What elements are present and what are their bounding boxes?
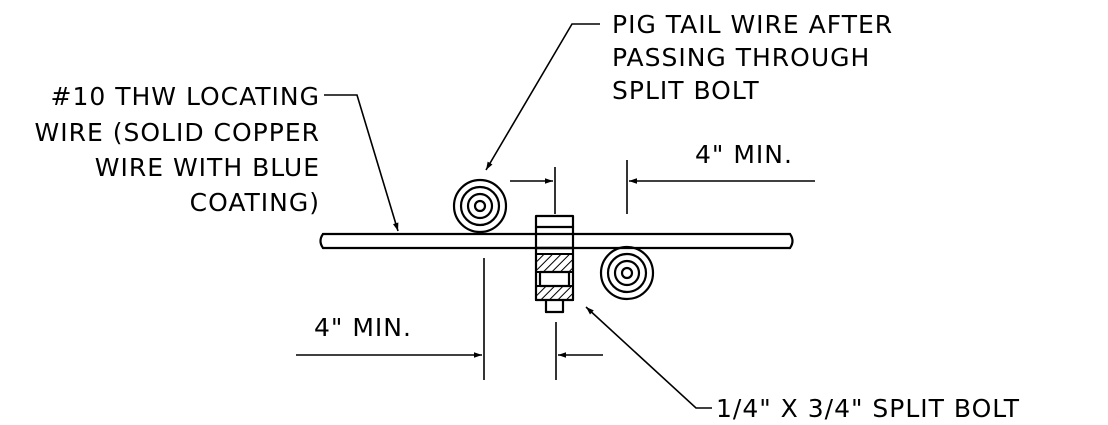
locating-wire-callout: #10 THW LOCATING WIRE (SOLID COPPER WIRE… bbox=[35, 82, 321, 217]
dimension-arrows bbox=[296, 178, 815, 358]
lower-dimension-label: 4" MIN. bbox=[314, 313, 412, 342]
locating-wire-callout-line-3: WIRE WITH BLUE bbox=[95, 153, 320, 182]
right-pigtail-coil bbox=[599, 245, 655, 301]
pigtail-callout-line-1: PIG TAIL WIRE AFTER bbox=[612, 10, 893, 39]
extension-lines bbox=[483, 160, 628, 380]
locating-wire-callout-line-2: WIRE (SOLID COPPER bbox=[35, 118, 320, 147]
upper-dimension-label: 4" MIN. bbox=[695, 140, 793, 169]
pigtail-callout-line-3: SPLIT BOLT bbox=[612, 76, 760, 105]
left-pigtail-coil bbox=[452, 178, 508, 234]
locating-wire-callout-line-4: COATING) bbox=[190, 188, 320, 217]
leader-lines bbox=[324, 23, 712, 409]
locating-wire-callout-line-1: #10 THW LOCATING bbox=[51, 82, 321, 111]
locating-wire bbox=[319, 232, 794, 250]
split-bolt bbox=[534, 214, 575, 314]
split-bolt-callout: 1/4" X 3/4" SPLIT BOLT bbox=[716, 394, 1020, 423]
pigtail-callout: PIG TAIL WIRE AFTER PASSING THROUGH SPLI… bbox=[612, 10, 893, 105]
pigtail-callout-line-2: PASSING THROUGH bbox=[612, 43, 870, 72]
